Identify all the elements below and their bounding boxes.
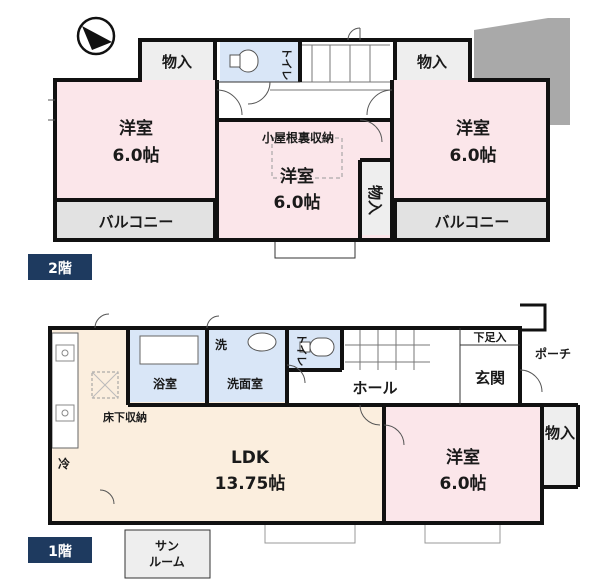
room-size: 6.0帖 <box>439 473 486 494</box>
balcony-west-floor <box>55 200 215 240</box>
storage-floor <box>360 160 392 235</box>
toilet-label: トイレ <box>295 334 308 367</box>
room-name: 洋室 <box>119 118 153 139</box>
staircase <box>345 330 430 370</box>
toilet-icon <box>229 49 259 73</box>
storage-floor <box>542 405 578 487</box>
room-size: 6.0帖 <box>449 145 496 166</box>
stair-hall-floor <box>342 330 520 405</box>
balcony-east-floor <box>395 200 550 240</box>
staircase <box>270 44 390 91</box>
east-room-floor <box>392 80 548 200</box>
fridge-label: 冷 <box>58 456 70 471</box>
toilet-icon <box>299 337 335 357</box>
hall-label: ホール <box>352 379 397 397</box>
storage-label: 物入 <box>417 53 447 71</box>
room-name: 洋室 <box>456 118 490 139</box>
floor-2-doors <box>48 27 393 143</box>
floor-2-plan: 物入 トイレ 物入 洋室 6.0帖 小屋根裏収納 洋室 6.0帖 物入 洋室 6… <box>28 16 570 280</box>
room-name: 洋室 <box>446 447 480 468</box>
porch-outline <box>519 330 575 406</box>
sunroom-label-line1: サン <box>155 539 179 553</box>
floor-label-box <box>28 254 92 280</box>
floor-1-plan: 洗 トイレ 下足入 ポーチ 浴室 洗面室 ホール 玄関 床下収納 冷 LDK 1… <box>28 303 580 579</box>
underfloor-hatch <box>91 371 119 399</box>
storage-label: 物入 <box>162 53 192 71</box>
underfloor-storage-label: 床下収納 <box>103 410 147 424</box>
storage-label-top: 物入 <box>545 424 575 442</box>
window-bay <box>264 522 356 544</box>
balcony-label: バルコニー <box>99 213 174 231</box>
room-size: 6.0帖 <box>273 192 320 213</box>
washroom-label: 洗面室 <box>227 376 263 391</box>
sink-icon <box>247 332 277 352</box>
porch-edge <box>520 303 547 332</box>
sunroom-label-line2: ルーム <box>149 555 185 569</box>
ldk-size: 13.75帖 <box>215 473 286 494</box>
shoe-storage-label: 下足入 <box>474 331 507 344</box>
room-size: 6.0帖 <box>112 145 159 166</box>
bathtub-icon <box>139 335 199 365</box>
attic-hatch <box>271 137 343 179</box>
floor-1-doors <box>94 313 543 505</box>
floor-1-walls <box>48 326 580 525</box>
attic-storage-label: 小屋根裏収納 <box>262 130 334 145</box>
kitchen-counter <box>51 332 79 449</box>
wash-label: 洗 <box>215 337 227 352</box>
floor-label-box <box>28 537 92 563</box>
entrance-label: 玄関 <box>475 369 505 387</box>
ldk-name: LDK <box>231 448 270 468</box>
bath-label: 浴室 <box>153 376 177 391</box>
floor-label: 2階 <box>48 260 72 277</box>
storage-floor <box>140 40 215 80</box>
storage-floor <box>395 40 470 80</box>
western-room-floor <box>384 405 542 523</box>
floor-label: 1階 <box>48 543 72 560</box>
toilet-label: トイレ <box>280 48 293 81</box>
west-room-floor <box>55 80 217 200</box>
room-name: 洋室 <box>280 166 314 187</box>
underfloor-hatch <box>91 371 119 399</box>
north-compass-icon <box>76 16 116 56</box>
shaded-area <box>474 18 570 125</box>
bay-window <box>274 239 356 259</box>
storage-label: 物入 <box>366 185 384 215</box>
balcony-label: バルコニー <box>435 213 510 231</box>
porch-label: ポーチ <box>535 346 571 361</box>
window-bay <box>424 522 501 544</box>
sunroom-floor <box>124 529 211 579</box>
